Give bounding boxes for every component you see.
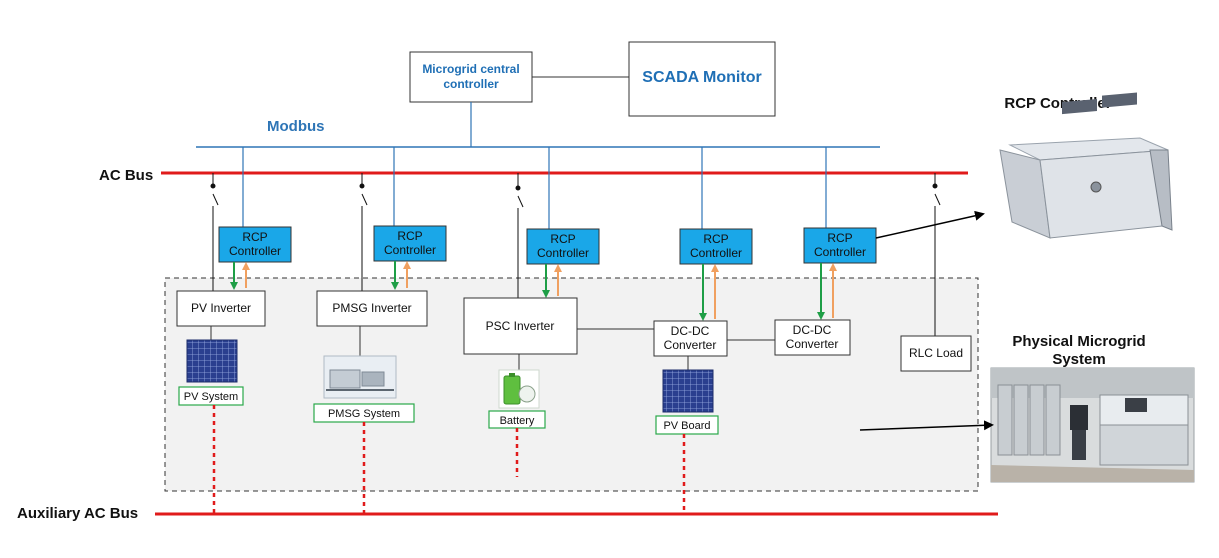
dcdc-converter-2-line2: Converter — [786, 337, 839, 351]
pmsg-inverter-box — [316, 290, 428, 327]
dcdc-converter-1-line1: DC-DC — [671, 324, 710, 338]
ac-bus-label: AC Bus — [99, 167, 153, 184]
pv-inverter-label: PV Inverter — [191, 301, 251, 315]
rcp-controller-2: RCP Controller — [373, 225, 447, 262]
rcp-controller-3-line2: Controller — [537, 246, 589, 260]
breaker-1 — [210, 173, 219, 291]
rcp-controller-1: RCP Controller — [218, 226, 292, 263]
rcp-hardware-icon — [999, 92, 1173, 239]
rcp-controller-5: RCP Controller — [803, 227, 877, 264]
pv-board-label-box — [655, 415, 719, 435]
rcp-controller-4-line1: RCP — [703, 232, 728, 246]
dcdc-converter-1-box — [653, 320, 728, 357]
rcp-controller-3-line1: RCP — [550, 232, 575, 246]
scada-label: SCADA Monitor — [642, 69, 761, 86]
scada-box — [628, 41, 776, 117]
psc-inverter-label: PSC Inverter — [486, 319, 555, 333]
physical-title-line2: System — [1052, 351, 1105, 368]
central-controller-box — [409, 51, 533, 103]
breaker-3 — [515, 173, 524, 298]
dcdc-converter-2-box — [774, 319, 851, 356]
battery-icon — [498, 369, 540, 409]
rcp-controller-3: RCP Controller — [526, 228, 600, 265]
pv-board-label: PV Board — [663, 420, 710, 432]
rcp-controller-2-line1: RCP — [397, 229, 422, 243]
psc-inverter-box — [463, 297, 578, 355]
rcp-controller-5-line2: Controller — [814, 245, 866, 259]
rcp-photo-arrow — [875, 210, 985, 239]
dcdc-converter-1-line2: Converter — [664, 338, 717, 352]
pmsg-inverter-label: PMSG Inverter — [332, 301, 411, 315]
pv-panel-icon — [186, 339, 238, 383]
physical-lab-photo — [990, 367, 1195, 483]
dcdc-converter-2-line1: DC-DC — [793, 323, 832, 337]
rcp-controller-2-line2: Controller — [384, 243, 436, 257]
rlc-load-box — [900, 335, 972, 372]
pv-board-icon — [662, 369, 714, 413]
breaker-2 — [359, 173, 368, 291]
breaker-4 — [932, 173, 941, 336]
pv-inverter-box — [176, 290, 266, 327]
rlc-load-label: RLC Load — [909, 346, 963, 360]
rcp-controller-1-line2: Controller — [229, 244, 281, 258]
rcp-controller-4: RCP Controller — [679, 228, 753, 265]
central-controller-line1: Microgrid central — [422, 62, 519, 76]
aux-bus-label: Auxiliary AC Bus — [17, 505, 138, 522]
control-arrows — [230, 261, 837, 321]
rcp-controller-4-line2: Controller — [690, 246, 742, 260]
rcp-controller-5-line1: RCP — [827, 231, 852, 245]
physical-photo-arrow — [859, 420, 994, 431]
modbus-label: Modbus — [267, 118, 325, 135]
pmsg-system-label: PMSG System — [328, 408, 400, 420]
pv-system-label: PV System — [184, 391, 238, 403]
physical-title-line1: Physical Microgrid — [1012, 333, 1145, 350]
pv-system-label-box — [178, 386, 244, 406]
aux-bus-links — [212, 405, 686, 514]
central-controller-line2: controller — [443, 77, 499, 91]
rcp-controller-1-line1: RCP — [242, 230, 267, 244]
battery-label: Battery — [500, 415, 535, 427]
pmsg-machine-icon — [323, 355, 397, 399]
